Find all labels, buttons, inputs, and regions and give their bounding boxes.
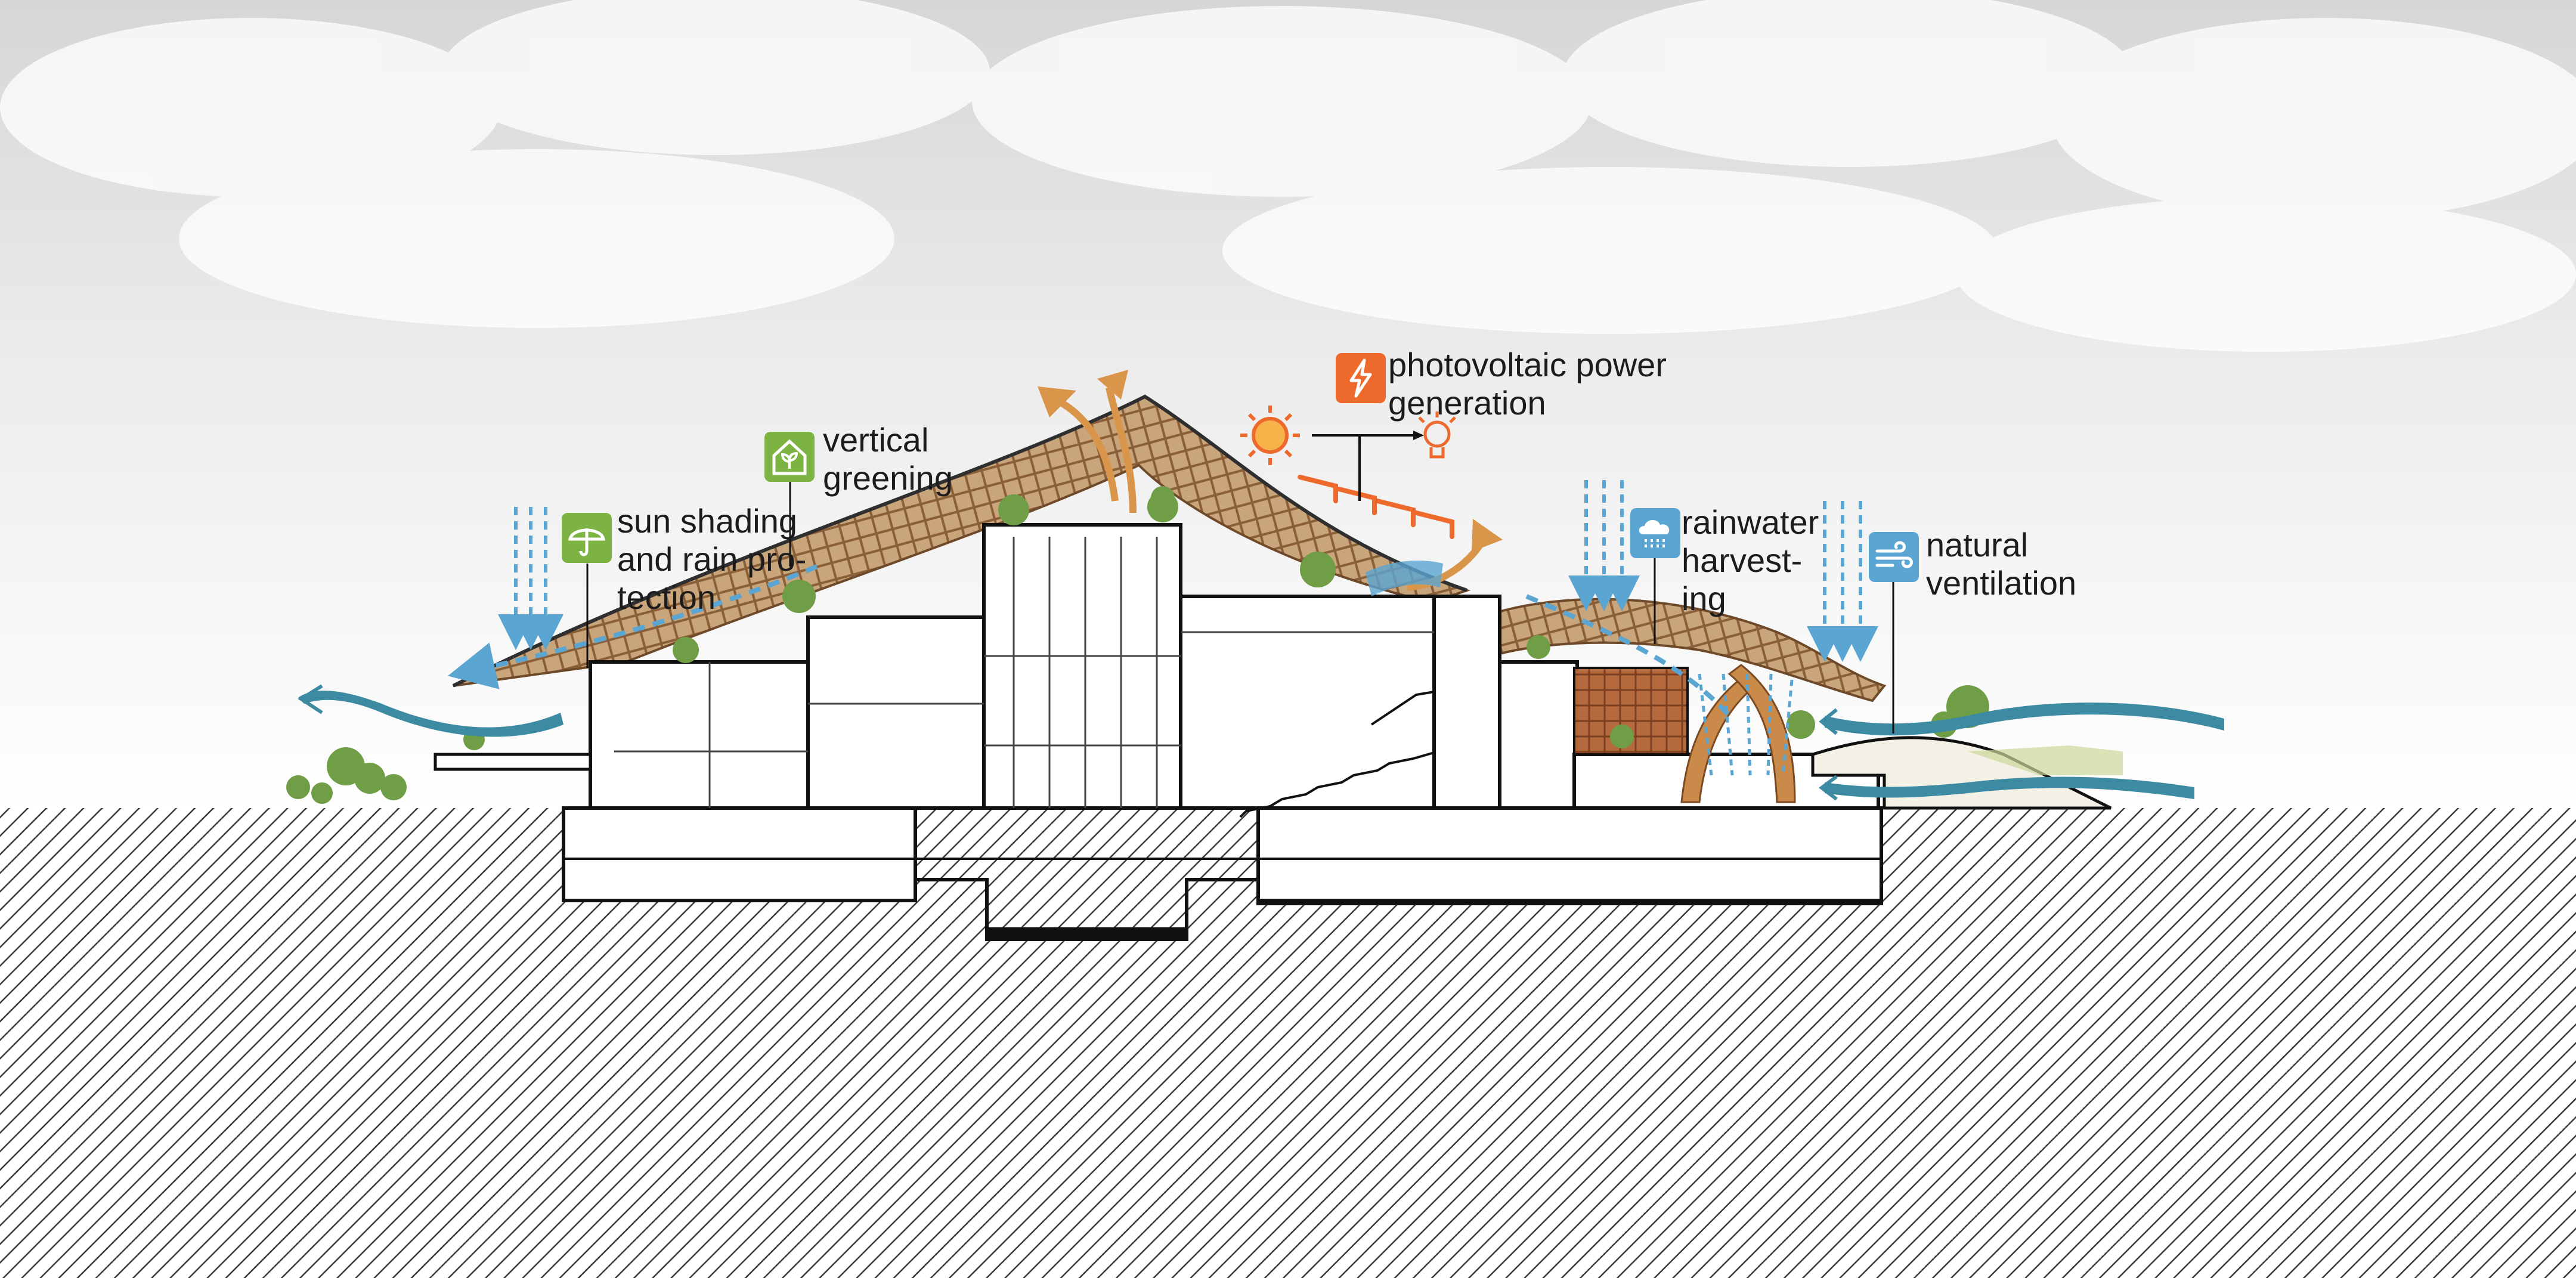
tree-column: [1727, 664, 1796, 803]
ventilation-airflow: [298, 691, 2224, 799]
interior-lines: [614, 537, 1434, 808]
left-terrace: [434, 753, 592, 771]
ventilation-label: natural ventilation: [1926, 526, 2077, 602]
basement-pit: [987, 927, 1187, 939]
plants: [286, 486, 1989, 804]
rain-arrows: [498, 480, 1878, 662]
photovoltaic-label: photovoltaic power generation: [1388, 346, 1667, 422]
house-plant-icon: [764, 432, 815, 482]
rain-cloud-icon: [1630, 508, 1680, 558]
exhaust-arrows: [1038, 370, 1503, 591]
roof-runoff-arrow: [447, 564, 818, 689]
sun-icon: [1240, 406, 1300, 465]
vertical-greening-label: vertical greening: [823, 421, 953, 497]
leader-lines: [586, 482, 1894, 734]
umbrella-icon: [562, 513, 612, 563]
clouds: [0, 0, 2576, 352]
wind-icon: [1869, 532, 1919, 582]
lightning-bolt-icon: [1336, 353, 1386, 403]
solar-panels: [1298, 475, 1454, 539]
auditorium-steps: [1239, 751, 1435, 818]
airflow-exhaust-blue: [1366, 561, 1443, 596]
rainwater-label: rainwater harvest- ing: [1682, 503, 1819, 617]
energy-connector: [1312, 434, 1413, 501]
balcony-steps: [1370, 691, 1435, 726]
right-slope-grass: [1968, 745, 2123, 775]
light-bulb-icon: [1418, 411, 1456, 459]
energy-arrowhead: [1413, 431, 1424, 440]
arch-runoff-arrow: [1525, 594, 1731, 717]
sun-shading-label: sun shading and rain pro- tection: [617, 502, 807, 616]
ventilation-arrowheads: [298, 684, 1838, 801]
interior-airflow: [1698, 673, 1794, 776]
